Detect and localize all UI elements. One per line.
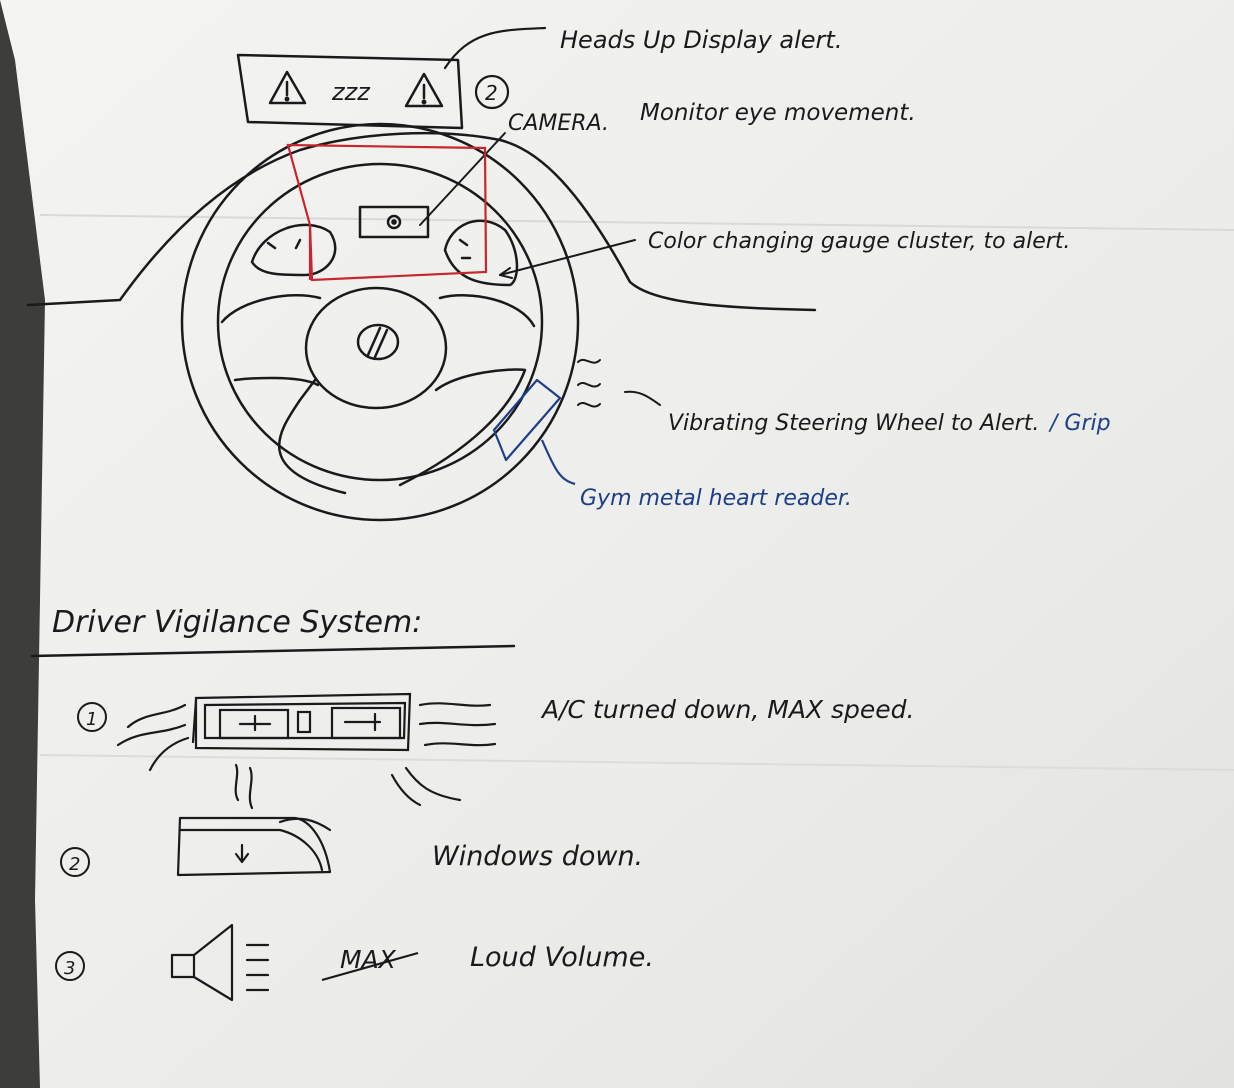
speaker-icon bbox=[170, 923, 270, 1002]
step-1: 1 A/C turned down, MAX speed. bbox=[77, 692, 914, 810]
step-struck-text: MAX bbox=[340, 945, 397, 974]
camera-field-box bbox=[286, 143, 488, 282]
steering-grip-label: / Grip bbox=[1048, 411, 1111, 436]
ac-vent-icon bbox=[116, 692, 497, 810]
step-3: 3 MAX Loud Volume. bbox=[55, 923, 654, 1002]
step-number: 2 bbox=[69, 854, 80, 875]
hud-marker-number: 2 bbox=[485, 81, 498, 105]
hud-label: Heads Up Display alert. bbox=[560, 26, 842, 54]
hud-display bbox=[236, 26, 547, 130]
step-2: 2 Windows down. bbox=[60, 816, 643, 877]
camera-label: CAMERA. bbox=[508, 111, 609, 136]
gauge-right bbox=[443, 219, 519, 287]
strike-line bbox=[321, 951, 419, 982]
step-text: A/C turned down, MAX speed. bbox=[540, 695, 914, 724]
steering-label: Vibrating Steering Wheel to Alert. bbox=[668, 411, 1039, 436]
heart-reader-label: Gym metal heart reader. bbox=[580, 486, 852, 511]
step-number: 3 bbox=[64, 958, 75, 979]
camera-description: Monitor eye movement. bbox=[640, 100, 916, 126]
warning-icon bbox=[404, 72, 444, 108]
section-underline bbox=[30, 644, 516, 658]
camera-icon bbox=[358, 205, 430, 239]
hud-zzz: zzz bbox=[331, 78, 371, 106]
gauge-label: Color changing gauge cluster, to alert. bbox=[648, 229, 1070, 254]
warning-icon bbox=[268, 70, 307, 105]
vibration-icon bbox=[577, 358, 601, 408]
gauge-left bbox=[250, 223, 337, 277]
heart-reader-pad bbox=[492, 378, 576, 486]
window-down-icon bbox=[176, 816, 332, 877]
steering-wheel-drawing bbox=[26, 122, 817, 522]
wheel-logo bbox=[356, 323, 400, 361]
step-text: Loud Volume. bbox=[470, 942, 654, 973]
step-number: 1 bbox=[86, 709, 97, 730]
step-text: Windows down. bbox=[432, 841, 643, 872]
section-title: Driver Vigilance System: bbox=[52, 605, 422, 640]
